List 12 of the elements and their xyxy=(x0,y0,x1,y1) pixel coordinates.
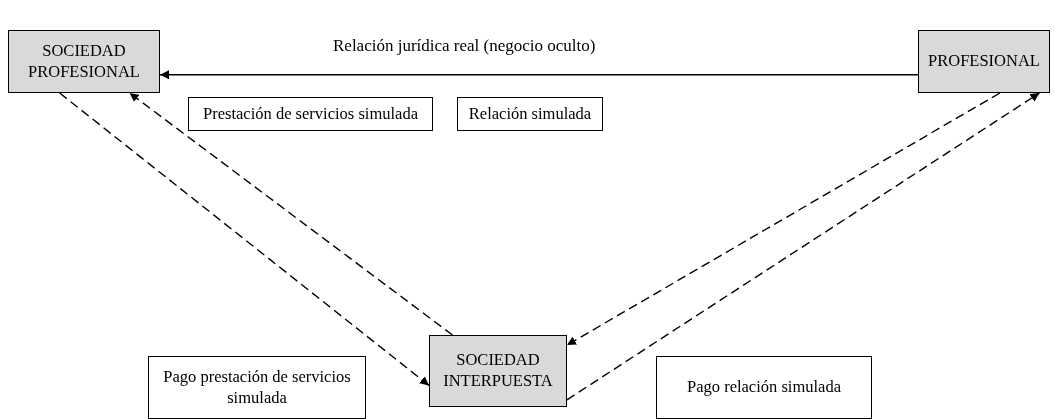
arrow xyxy=(159,70,919,80)
dashed-arrow xyxy=(128,92,454,336)
party-box: PROFESIONAL xyxy=(918,30,1050,93)
dashed-arrow xyxy=(59,92,430,387)
dashed-arrow xyxy=(566,92,1041,401)
note-box: Pago relación simulada xyxy=(656,356,872,419)
dashed-arrow xyxy=(566,92,1001,346)
party-box: SOCIEDAD PROFESIONAL xyxy=(8,30,160,93)
note-box: Prestación de servicios simulada xyxy=(188,97,433,131)
party-box: SOCIEDAD INTERPUESTA xyxy=(429,335,567,407)
note-box: Pago prestación de servicios simulada xyxy=(148,356,366,419)
note-box: Relación simulada xyxy=(457,97,603,131)
